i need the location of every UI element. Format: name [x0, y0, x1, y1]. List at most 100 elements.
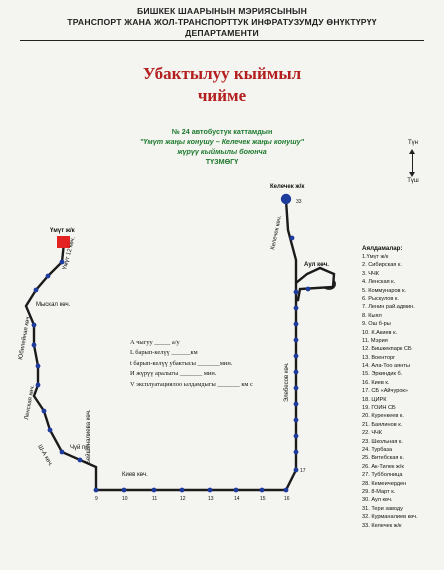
legend-item: 21. Баялинов к.: [362, 421, 403, 428]
legend-item: 18. ЦИРК: [362, 396, 387, 403]
svg-text:15: 15: [260, 496, 266, 502]
stop-dot: [283, 487, 289, 493]
stop-dot: [293, 321, 299, 327]
legend-item: 13. Военторг: [362, 354, 396, 361]
info-line-4: И жүрүү аралыгы _______ мин.: [130, 370, 217, 378]
stop-dot: [179, 487, 185, 493]
stop-dot: [31, 322, 37, 328]
legend-title: Аялдамалар:: [362, 245, 403, 252]
label-umut: Үмүт ж/к: [50, 228, 75, 234]
subtitle-line-4: ТҮЗМӨГҮ: [205, 157, 239, 166]
stop-dot: [305, 286, 311, 292]
legend-item: 31. Тери заводу: [362, 505, 403, 512]
legend-item: 6. Рыскулов к.: [362, 295, 399, 302]
label-lenskaya: Ленская көч.: [24, 384, 36, 420]
stop-dot: [293, 467, 299, 473]
stop-dot: [59, 259, 65, 265]
stop-dot: [121, 487, 127, 493]
header-line-1: БИШКЕК ШААРЫНЫН МЭРИЯСЫНЫН: [136, 6, 307, 16]
info-line-5: V эксплуатациялоо ылдамдыгы _______ км с: [130, 380, 253, 388]
start-marker-icon: [57, 236, 70, 248]
legend-item: 33. Келечек ж/к: [362, 522, 402, 529]
compass-south: Түш: [407, 178, 419, 184]
svg-text:11: 11: [152, 496, 157, 502]
stop-dot: [293, 401, 299, 407]
label-yubileynaya: Юбилейная көч.: [17, 314, 32, 360]
legend-item: 24. Турбаза: [362, 446, 393, 453]
stop-dot: [293, 305, 299, 311]
label-myskal: Мыскал көч.: [36, 302, 71, 308]
stop-dot: [35, 363, 41, 369]
legend-item: 17. СБ «Айчурок»: [362, 388, 408, 395]
label-kiev: Киев көч.: [122, 472, 148, 478]
legend-item: 15. Эркиндик б.: [362, 371, 403, 378]
title-line-2: чийме: [197, 86, 247, 105]
stop-dot: [45, 273, 51, 279]
legend-item: 1.Үмүт ж/к: [362, 254, 389, 260]
svg-text:14: 14: [234, 496, 240, 502]
svg-text:17: 17: [300, 468, 306, 474]
turnaround-arrow-icon: [324, 279, 336, 290]
stop-dot: [59, 449, 65, 455]
svg-text:12: 12: [180, 496, 186, 502]
legend-item: 12. Бишкекпарк СБ: [362, 346, 412, 353]
header-line-2: ТРАНСПОРТ ЖАНА ЖОЛ-ТРАНСПОРТТУК ИНФРАТУЗ…: [67, 17, 377, 27]
compass-north: Түн: [408, 140, 418, 146]
stop-dot: [233, 487, 239, 493]
legend-item: 22. ЧЧК: [362, 430, 383, 437]
stop-dot: [293, 337, 299, 343]
legend-item: 7. Ленин рай.админ.: [362, 304, 415, 311]
stop-dot: [151, 487, 157, 493]
legend-item: 28. Кемеичерден: [362, 480, 407, 487]
svg-text:10: 10: [122, 496, 128, 502]
label-sh-kochoo: Ш-А көч.: [36, 444, 53, 468]
stop-dot: [31, 342, 37, 348]
label-elebesov: Элебесов көч.: [284, 362, 290, 402]
legend-item: 32. Курманалиев көч.: [362, 514, 418, 521]
stop-dot: [293, 385, 299, 391]
info-line-3: t барып-келүү убактысы _______мин.: [130, 359, 233, 367]
legend-item: 29. 8-Март к.: [362, 488, 396, 495]
legend-item: 14. Ала-Тоо аянты: [362, 363, 410, 370]
stop-dot: [293, 417, 299, 423]
label-kelechek: Келечек ж/к: [270, 184, 304, 190]
stop-dot: [293, 433, 299, 439]
legend-item: 30. Аул көч.: [362, 497, 393, 504]
legend-item: 11. Мэрия: [362, 337, 388, 344]
svg-text:9: 9: [95, 496, 98, 502]
header-line-3: ДЕПАРТАМЕНТИ: [185, 28, 259, 38]
legend-item: 8. Кыял: [362, 312, 382, 319]
stop-dot: [41, 408, 47, 414]
legend-item: 20. Куренкеев к.: [362, 413, 404, 420]
label-chuy: Чүй пр.: [70, 444, 91, 451]
subtitle-line-3: жүрүү кыймылы боюнча: [177, 147, 267, 156]
stop-dot: [47, 427, 53, 433]
stop-dot: [293, 369, 299, 375]
svg-text:33: 33: [296, 199, 302, 205]
stop-dot: [77, 457, 83, 463]
legend-item: 16. Киев к.: [362, 379, 390, 386]
svg-text:13: 13: [208, 496, 214, 502]
header-divider: [20, 40, 424, 41]
label-beyshenalieva: Бейшеналиева көч.: [85, 409, 92, 464]
legend-item: 23. Школьная к.: [362, 438, 403, 445]
info-line-2: L барып-келүү ______км: [130, 349, 198, 357]
stop-dot: [33, 287, 39, 293]
legend-item: 3. ЧЧК: [362, 270, 379, 277]
end-marker-icon: [280, 193, 292, 205]
stop-dot: [259, 487, 265, 493]
stop-dot: [293, 353, 299, 359]
stop-dot: [93, 487, 99, 493]
legend-item: 9. Ош б-ры: [362, 321, 391, 328]
title-line-1: Убактылуу кыймыл: [142, 64, 302, 83]
route-info-block: А чыгуу _____ а/у L барып-келүү ______км…: [130, 338, 253, 390]
legend-item: 5. Коммунаров к.: [362, 287, 407, 294]
legend-item: 19. ГОИН СБ: [362, 405, 396, 412]
subtitle-line-2: "Үмүт жаңы конушу – Келечек жаңы конушу": [140, 137, 304, 146]
route-branch-kelechek: [284, 199, 298, 283]
stop-dot: [293, 449, 299, 455]
legend-item: 26. Ак-Тилек ж/к: [362, 463, 404, 470]
